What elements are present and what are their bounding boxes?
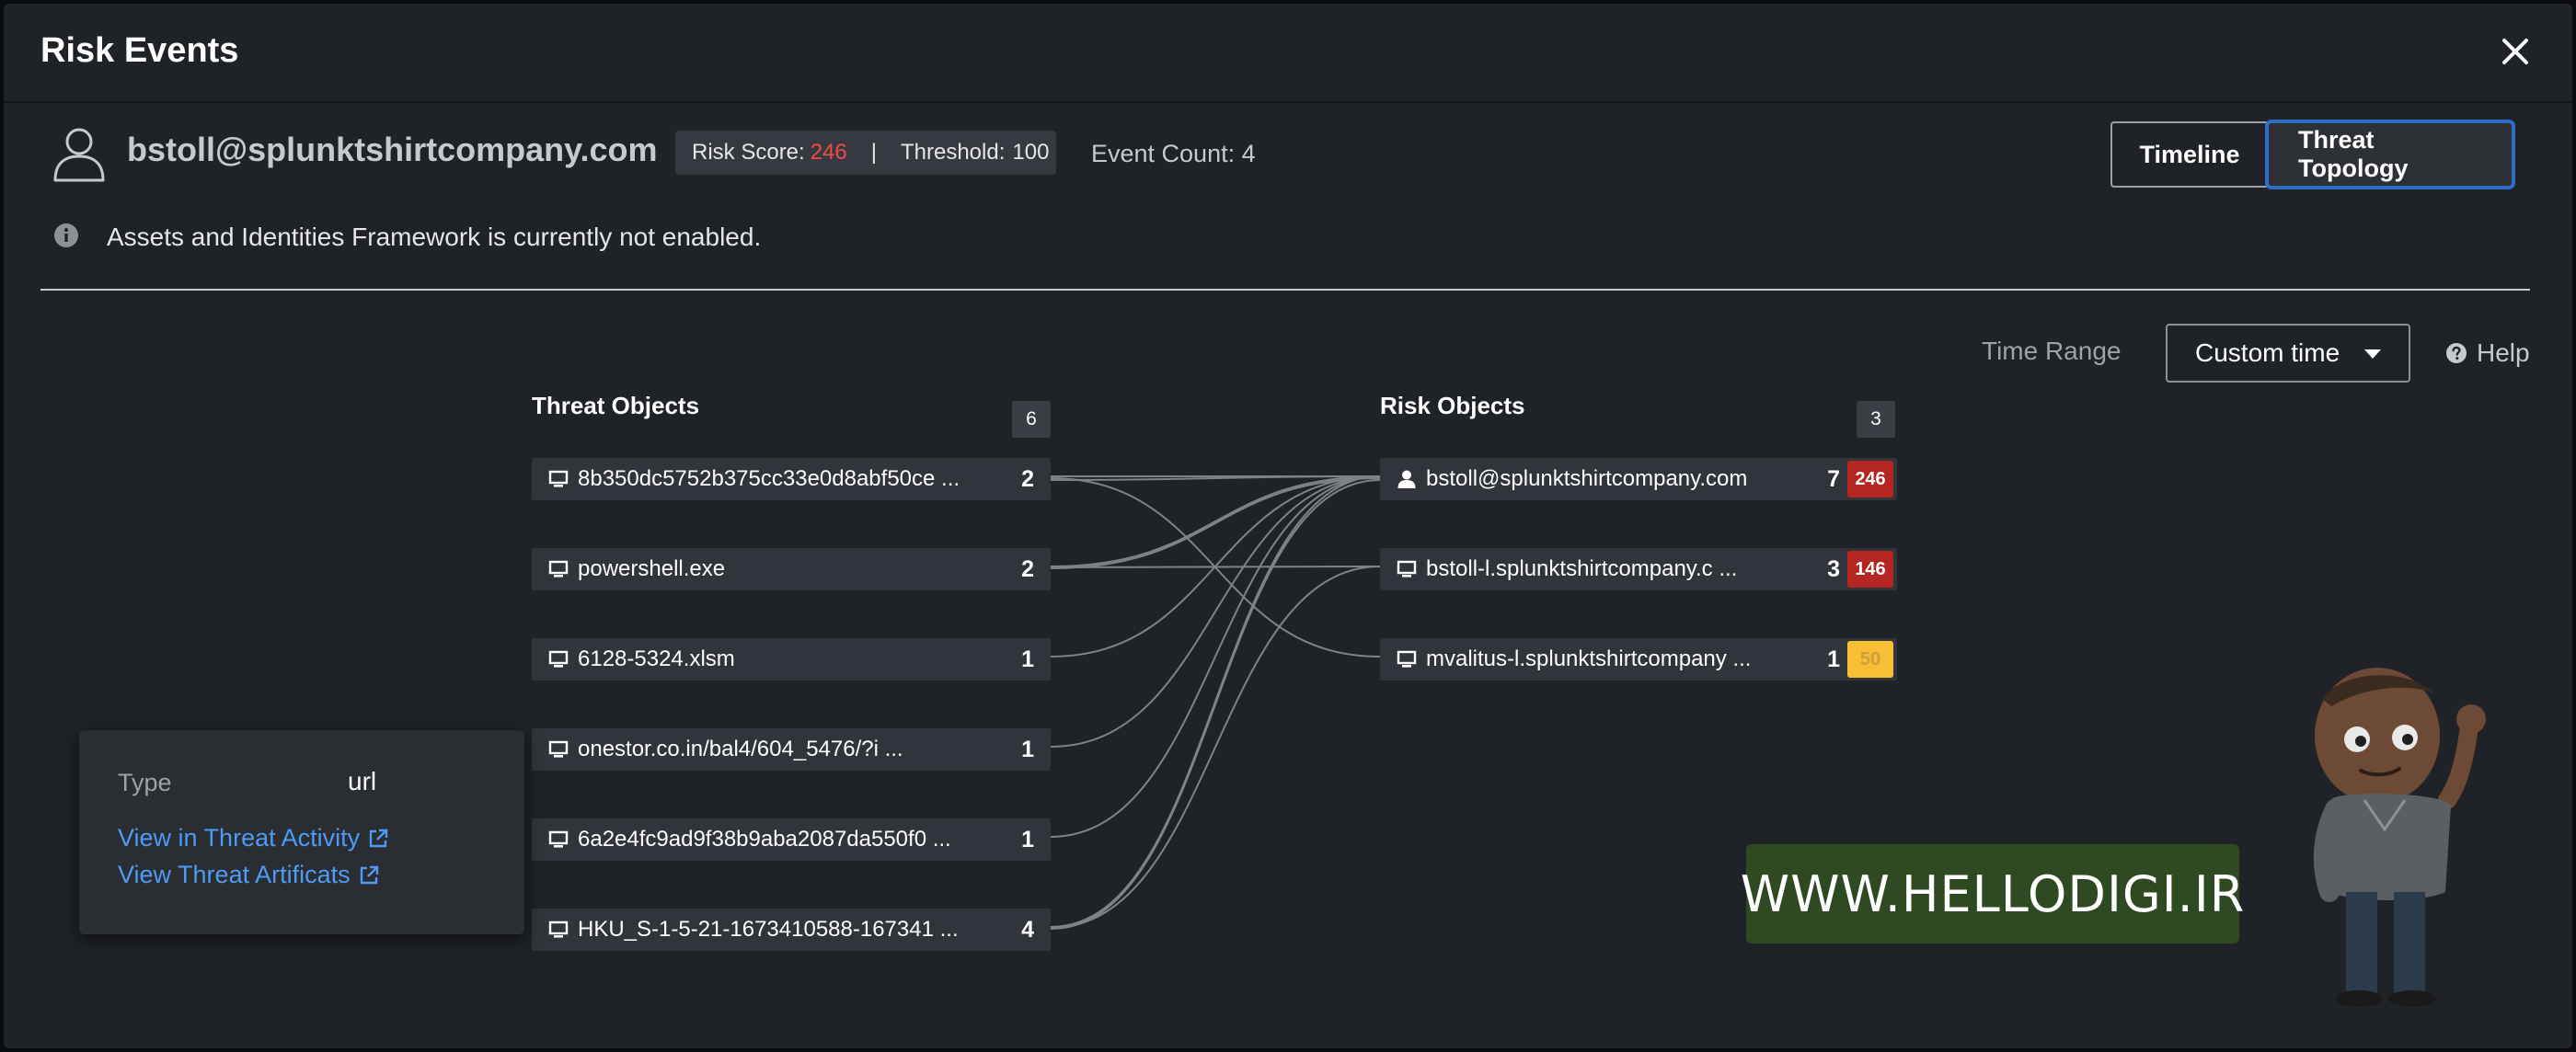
threat-object-node[interactable]: HKU_S-1-5-21-1673410588-167341 ... 4	[532, 909, 1051, 951]
threat-object-count: 2	[1021, 465, 1034, 492]
risk-score-badge: 50	[1847, 641, 1893, 678]
monitor-icon	[548, 470, 569, 487]
threat-object-count: 1	[1021, 826, 1034, 852]
risk-object-label: bstoll-l.splunktshirtcompany.c ...	[1426, 556, 1738, 581]
monitor-icon	[548, 920, 569, 938]
help-link[interactable]: Help	[2445, 338, 2530, 368]
risk-events-modal: Risk Events bstoll@splunktshirtcompany.c…	[4, 4, 2572, 1048]
time-range-label: Time Range	[1982, 337, 2122, 365]
edge-threat5-risk1	[1050, 475, 1381, 838]
external-link-icon	[360, 865, 378, 884]
risk-object-count: 7	[1827, 465, 1840, 492]
modal-header: Risk Events	[4, 4, 2572, 103]
time-range-select[interactable]: Custom time	[2166, 324, 2410, 383]
risk-object-count: 1	[1827, 646, 1840, 672]
threat-object-label: powershell.exe	[578, 556, 726, 581]
edge-threat4-risk1	[1050, 475, 1381, 748]
view-toggle: Timeline Threat Topology	[2110, 120, 2515, 189]
edge-threat1-risk3	[1050, 477, 1381, 658]
threat-object-count: 1	[1021, 646, 1034, 672]
close-icon	[2502, 39, 2528, 64]
threshold-value: 100	[1012, 140, 1050, 165]
monitor-icon	[548, 740, 569, 758]
monitor-icon	[1397, 650, 1417, 668]
threat-object-label: 6a2e4fc9ad9f38b9aba2087da550f0 ...	[578, 827, 951, 852]
risk-score-badge: 146	[1847, 551, 1893, 588]
threat-object-label: 6128-5324.xlsm	[578, 646, 735, 671]
risk-object-node[interactable]: bstoll-l.splunktshirtcompany.c ... 3 146	[1380, 548, 1897, 590]
threat-object-count: 1	[1021, 736, 1034, 762]
view-threat-artifacts-label: View Threat Artificats	[118, 861, 351, 888]
edge-threat6-risk1-b	[1050, 479, 1381, 930]
monitor-icon	[548, 830, 569, 848]
time-range-value: Custom time	[2195, 338, 2340, 367]
edge-threat2-risk1	[1050, 475, 1381, 567]
threat-object-node[interactable]: powershell.exe 2	[532, 548, 1051, 590]
close-button[interactable]	[2495, 31, 2536, 72]
risk-object-count: 3	[1827, 555, 1840, 582]
monitor-icon	[548, 650, 569, 668]
risk-score-separator: |	[870, 140, 877, 165]
edge-threat2-risk2	[1050, 566, 1381, 568]
watermark-banner: WWW.HELLODIGI.IR	[1741, 844, 2244, 943]
edge-threat6-risk1	[1050, 475, 1381, 928]
popover-type-value: url	[348, 767, 377, 795]
edge-threat2-risk1-b	[1050, 477, 1381, 569]
edge-threat6-risk2	[1050, 566, 1381, 929]
caret-down-icon	[2364, 349, 2381, 359]
risk-object-label: mvalitus-l.splunktshirtcompany ...	[1426, 646, 1752, 671]
threat-object-popover: Type url View in Threat Activity View Th…	[79, 730, 524, 934]
edge-threat1-risk1-b	[1050, 475, 1381, 481]
user-outline-icon	[53, 128, 105, 182]
view-threat-activity-label: View in Threat Activity	[118, 824, 361, 852]
edge-threat3-risk1	[1050, 475, 1381, 658]
threat-object-count: 4	[1021, 916, 1034, 943]
risk-object-label: bstoll@splunktshirtcompany.com	[1426, 466, 1748, 491]
threat-object-node[interactable]: 8b350dc5752b375cc33e0d8abf50ce ... 2	[532, 458, 1051, 500]
threat-objects-title: Threat Objects	[532, 392, 700, 419]
user-icon	[1397, 470, 1416, 488]
section-divider	[40, 289, 2530, 291]
threshold-label: Threshold:	[900, 140, 1006, 165]
threat-object-label: onestor.co.in/bal4/604_5476/?i ...	[578, 737, 903, 761]
external-link-icon	[369, 829, 388, 847]
threat-topology-button[interactable]: Threat Topology	[2265, 120, 2515, 189]
risk-score-value: 246	[810, 140, 847, 165]
mascot-illustration	[2313, 668, 2486, 1007]
modal-title: Risk Events	[40, 31, 239, 70]
monitor-icon	[1397, 560, 1417, 577]
risk-score-box: Risk Score: 246 | Threshold: 100	[675, 131, 1056, 175]
risk-objects-title: Risk Objects	[1380, 392, 1525, 419]
popover-type-label: Type	[118, 769, 172, 796]
threat-object-label: HKU_S-1-5-21-1673410588-167341 ...	[578, 917, 959, 942]
threat-object-count: 2	[1021, 555, 1034, 582]
risk-score-badge: 246	[1847, 461, 1893, 497]
entity-name: bstoll@splunktshirtcompany.com	[127, 131, 658, 168]
risk-object-node[interactable]: mvalitus-l.splunktshirtcompany ... 1 50	[1380, 638, 1897, 680]
threat-object-node[interactable]: onestor.co.in/bal4/604_5476/?i ... 1	[532, 728, 1051, 771]
threat-object-node[interactable]: 6a2e4fc9ad9f38b9aba2087da550f0 ... 1	[532, 818, 1051, 861]
view-threat-activity-link[interactable]: View in Threat Activity	[118, 824, 389, 852]
info-message: Assets and Identities Framework is curre…	[107, 223, 762, 251]
monitor-icon	[548, 560, 569, 577]
risk-object-node[interactable]: bstoll@splunktshirtcompany.com 7 246	[1380, 458, 1897, 500]
risk-score-label: Risk Score:	[692, 140, 805, 165]
timeline-button[interactable]: Timeline	[2112, 123, 2269, 186]
info-message-row: Assets and Identities Framework is curre…	[4, 212, 2572, 267]
threat-objects-count: 6	[1012, 401, 1051, 438]
view-threat-artifacts-link[interactable]: View Threat Artificats	[118, 861, 380, 889]
threat-object-label: 8b350dc5752b375cc33e0d8abf50ce ...	[578, 466, 960, 491]
threat-object-node[interactable]: 6128-5324.xlsm 1	[532, 638, 1051, 680]
event-count: Event Count: 4	[1091, 140, 1256, 167]
entity-summary-row: bstoll@splunktshirtcompany.com Risk Scor…	[4, 105, 2572, 206]
help-circle-icon	[2446, 343, 2467, 363]
info-circle-icon	[54, 223, 78, 247]
risk-objects-count: 3	[1857, 401, 1895, 438]
help-label: Help	[2477, 338, 2530, 367]
